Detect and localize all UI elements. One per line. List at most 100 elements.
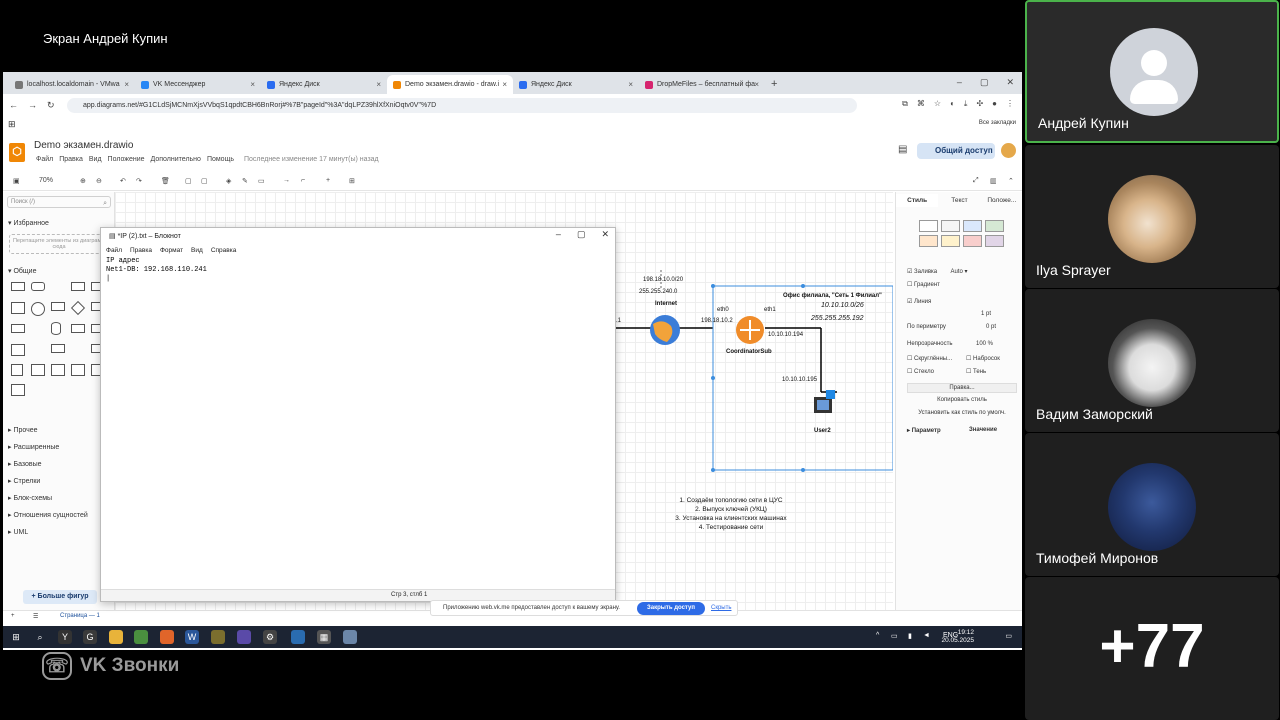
share-button[interactable]: Общий доступ: [917, 143, 995, 159]
firefox-icon[interactable]: [160, 630, 174, 644]
handle[interactable]: [801, 284, 805, 288]
minimize-icon[interactable]: –: [956, 77, 962, 87]
close-tab-icon[interactable]: ×: [376, 80, 381, 89]
app-icon[interactable]: [291, 630, 305, 644]
browser-tab-active[interactable]: Demo экзамен.drawio - draw.i×: [387, 75, 513, 94]
close-tab-icon[interactable]: ×: [754, 80, 759, 89]
close-tab-icon[interactable]: ×: [124, 80, 129, 89]
more-shapes-button[interactable]: + Больше фигур: [23, 590, 97, 604]
shape-search-input[interactable]: Поиск (/)⌕: [7, 196, 111, 208]
section-basic[interactable]: ▸ Базовые: [8, 461, 42, 468]
or-shape[interactable]: [31, 364, 45, 376]
stop-sharing-button[interactable]: Закрыть доступ: [637, 602, 705, 615]
to-back-icon[interactable]: ▢: [201, 178, 208, 185]
zoom-in-icon[interactable]: ⊕: [80, 178, 86, 185]
fill-row[interactable]: ☑ Заливка Auto ▾: [907, 269, 968, 275]
style-swatch[interactable]: [985, 235, 1004, 247]
collapse-icon[interactable]: ⌃: [1008, 178, 1014, 185]
trapezoid-shape[interactable]: [51, 344, 65, 353]
menu-arrange[interactable]: Положение: [107, 156, 145, 163]
handle[interactable]: [711, 284, 715, 288]
page-tab[interactable]: Страница — 1: [60, 613, 100, 619]
close-icon[interactable]: ✕: [601, 229, 609, 239]
star-icon[interactable]: ☆: [933, 99, 942, 108]
process-shape[interactable]: [51, 302, 65, 311]
menu-icon[interactable]: ⋮: [1006, 99, 1014, 108]
menu-file[interactable]: Файл: [36, 156, 54, 163]
section-uml[interactable]: ▸ UML: [8, 529, 29, 536]
internal-storage-shape[interactable]: [11, 344, 25, 356]
fill-value[interactable]: Auto: [950, 269, 963, 275]
glass-row[interactable]: ☐ Стекло: [907, 369, 934, 375]
new-tab-icon[interactable]: +: [771, 78, 778, 90]
style-swatch[interactable]: [985, 220, 1004, 232]
section-advanced[interactable]: ▸ Расширенные: [8, 444, 60, 451]
menu-edit[interactable]: Правка: [59, 156, 83, 163]
square-shape[interactable]: [11, 302, 25, 314]
profile-icon[interactable]: ●: [992, 99, 997, 108]
pages-menu-icon[interactable]: ☰: [33, 614, 39, 620]
battery-icon[interactable]: ▮: [908, 633, 912, 640]
search-icon[interactable]: ⌕: [37, 632, 43, 642]
copy-style-button[interactable]: Копировать стиль: [937, 397, 987, 403]
volume-icon[interactable]: ◄: [923, 632, 930, 639]
table-icon[interactable]: ⊞: [349, 178, 355, 185]
comment-icon[interactable]: ▤: [898, 144, 908, 155]
notifications-icon[interactable]: ▭: [1005, 633, 1012, 640]
close-tab-icon[interactable]: ×: [250, 80, 255, 89]
maximize-icon[interactable]: ▢: [979, 77, 989, 87]
menu-view[interactable]: Вид: [191, 247, 203, 254]
participant-tile[interactable]: Андрей Купин: [1025, 0, 1279, 143]
participant-tile[interactable]: Тимофей Миронов: [1025, 433, 1279, 576]
download-icon[interactable]: ⤓: [963, 99, 968, 108]
participant-tile[interactable]: Ilya Sprayer: [1025, 145, 1279, 288]
edit-style-button[interactable]: Правка...: [907, 383, 1017, 393]
reload-icon[interactable]: ↻: [47, 99, 55, 110]
fullscreen-icon[interactable]: ⤢: [973, 177, 979, 184]
xor-shape[interactable]: [51, 364, 65, 376]
browser-tab[interactable]: Яндекс Диск×: [513, 75, 639, 94]
hexagon-shape[interactable]: [11, 324, 25, 333]
puzzle-icon[interactable]: ✣: [976, 99, 984, 108]
maximize-icon[interactable]: ▢: [576, 229, 586, 239]
grid-shape[interactable]: [11, 384, 25, 396]
file-explorer-icon[interactable]: [109, 630, 123, 644]
yandex-browser-icon[interactable]: Y: [58, 630, 72, 644]
chrome-icon[interactable]: [134, 630, 148, 644]
general-section[interactable]: ▾ Общие: [8, 268, 37, 275]
cylinder-shape[interactable]: [51, 322, 61, 335]
delete-icon[interactable]: 🗑: [161, 178, 170, 185]
tray-chevron-icon[interactable]: ^: [876, 632, 880, 639]
close-tab-icon[interactable]: ×: [502, 80, 507, 89]
all-bookmarks[interactable]: Все закладки: [978, 120, 1016, 126]
panel-toggle-icon[interactable]: ▥: [990, 178, 997, 185]
sketch-row[interactable]: ☐ Набросок: [966, 356, 1000, 362]
style-swatch[interactable]: [963, 220, 982, 232]
fill-color-icon[interactable]: ◈: [226, 178, 232, 185]
waypoints-icon[interactable]: ⌐: [301, 177, 306, 184]
translate-icon[interactable]: ⌘: [916, 99, 925, 108]
shadow-row[interactable]: ☐ Тень: [966, 369, 987, 375]
settings-icon[interactable]: ⚙: [263, 630, 277, 644]
browser-tab[interactable]: DropMeFiles – бесплатный фа×: [639, 75, 765, 94]
menu-view[interactable]: Вид: [88, 156, 102, 163]
connection-icon[interactable]: →: [283, 177, 290, 184]
app-icon[interactable]: G: [83, 630, 97, 644]
perimeter-field[interactable]: 0 pt: [986, 324, 997, 330]
close-tab-icon[interactable]: ×: [628, 80, 633, 89]
text-shape[interactable]: [71, 282, 85, 291]
handle[interactable]: [711, 376, 715, 380]
set-default-style-button[interactable]: Установить как стиль по умолч.: [918, 410, 1006, 416]
handle[interactable]: [711, 468, 715, 472]
language-indicator[interactable]: ENG: [943, 632, 959, 639]
line-color-icon[interactable]: ✎: [242, 178, 248, 185]
rounded-row[interactable]: ☐ Скруглённы...: [907, 356, 953, 362]
insert-icon[interactable]: +: [326, 177, 331, 184]
redo-icon[interactable]: ↷: [136, 178, 142, 185]
favorites-section[interactable]: ▾ Избранное: [8, 220, 49, 227]
circle-shape[interactable]: [31, 302, 45, 316]
tab-text[interactable]: Текст: [951, 197, 968, 204]
note-shape[interactable]: [71, 324, 85, 333]
